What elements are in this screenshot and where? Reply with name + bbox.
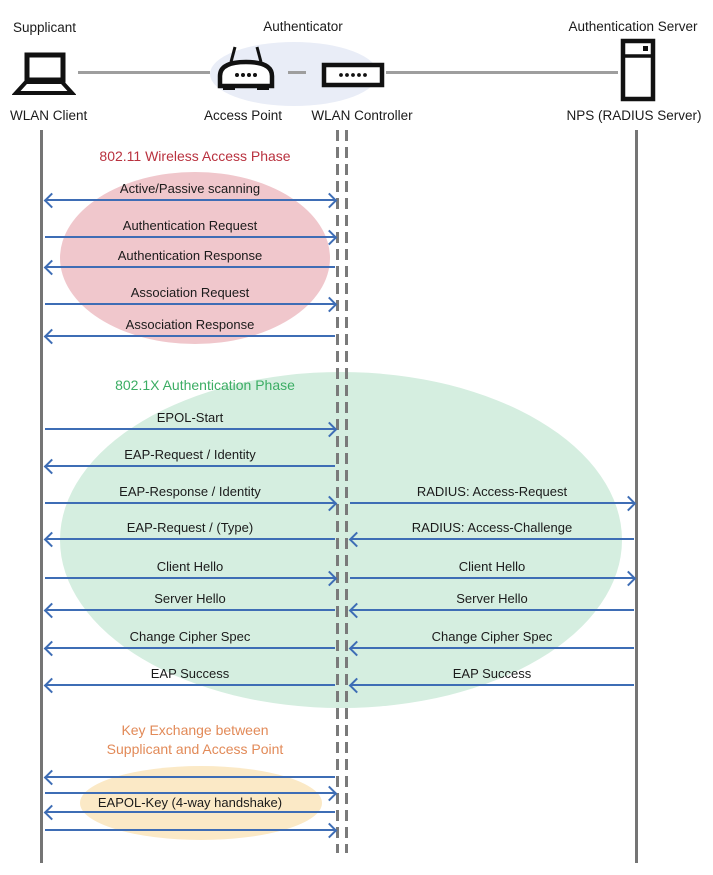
- message-label: EPOL-Start: [156, 410, 224, 425]
- message-arrow-line: [45, 792, 335, 794]
- message-label: Authentication Request: [122, 218, 258, 233]
- message-arrow-line: [350, 684, 634, 686]
- message-label: Server Hello: [154, 591, 226, 606]
- message-label: Server Hello: [456, 591, 528, 606]
- role-authentication-server: Authentication Server: [568, 19, 698, 34]
- actor-access-point: Access Point: [203, 108, 283, 123]
- message-arrow-line: [350, 647, 634, 649]
- server-icon: [620, 38, 656, 102]
- message-label: EAP-Response / Identity: [119, 484, 261, 499]
- message-arrow-line: [45, 829, 335, 831]
- message-arrow-line: [45, 502, 335, 504]
- lifeline-controller-dash-2: [345, 130, 348, 853]
- message-label: Client Hello: [458, 559, 526, 574]
- phase1-title: 802.11 Wireless Access Phase: [99, 148, 291, 164]
- actor-nps-server: NPS (RADIUS Server): [566, 108, 702, 123]
- message-arrow-line: [45, 199, 335, 201]
- role-authenticator: Authenticator: [263, 19, 343, 34]
- message-arrow-line: [45, 538, 335, 540]
- message-arrow-line: [45, 684, 335, 686]
- message-label: Authentication Response: [117, 248, 263, 263]
- message-arrow-line: [45, 428, 335, 430]
- message-label: EAPOL-Key (4-way handshake): [97, 795, 283, 810]
- message-arrow-line: [350, 609, 634, 611]
- message-label: RADIUS: Access-Request: [416, 484, 568, 499]
- laptop-icon: [12, 52, 76, 95]
- message-arrow-line: [350, 538, 634, 540]
- message-arrow-line: [45, 465, 335, 467]
- message-label: EAP-Request / Identity: [124, 447, 256, 462]
- arrowhead-right-icon: [321, 822, 338, 839]
- message-label: Client Hello: [156, 559, 224, 574]
- message-label: Change Cipher Spec: [129, 629, 251, 644]
- message-arrow-line: [45, 577, 335, 579]
- lifeline-supplicant: [40, 130, 43, 863]
- message-label: Active/Passive scanning: [119, 181, 261, 196]
- connector-client-ap: [78, 71, 210, 74]
- message-arrow-line: [45, 647, 335, 649]
- message-arrow-line: [45, 335, 335, 337]
- message-arrow-line: [45, 236, 335, 238]
- role-supplicant: Supplicant: [13, 20, 77, 35]
- message-arrow-line: [45, 303, 335, 305]
- phase3-title: Key Exchange between Supplicant and Acce…: [60, 721, 330, 759]
- message-arrow-line: [45, 266, 335, 268]
- message-arrow-line: [45, 811, 335, 813]
- phase3-ellipse: [80, 766, 322, 840]
- lifeline-auth-server: [635, 130, 638, 863]
- message-label: Change Cipher Spec: [431, 629, 553, 644]
- message-arrow-line: [45, 776, 335, 778]
- message-label: EAP Success: [452, 666, 532, 681]
- wlan-controller-icon: [321, 62, 385, 88]
- message-label: Association Response: [125, 317, 255, 332]
- arrowhead-left-icon: [43, 769, 60, 786]
- phase2-title: 802.1X Authentication Phase: [115, 377, 295, 393]
- message-label: Association Request: [130, 285, 250, 300]
- message-label: EAP-Request / (Type): [126, 520, 254, 535]
- lifeline-controller-dash-1: [336, 130, 339, 853]
- access-point-icon: [217, 46, 275, 90]
- connector-ap-controller: [288, 71, 306, 74]
- connector-controller-server: [386, 71, 618, 74]
- message-label: RADIUS: Access-Challenge: [411, 520, 573, 535]
- actor-wlan-controller: WLAN Controller: [311, 108, 413, 123]
- phase3-title-line1: Key Exchange between: [121, 722, 269, 738]
- message-arrow-line: [350, 577, 634, 579]
- message-arrow-line: [350, 502, 634, 504]
- message-arrow-line: [45, 609, 335, 611]
- actor-wlan-client: WLAN Client: [10, 108, 88, 123]
- message-label: EAP Success: [150, 666, 230, 681]
- phase3-title-line2: Supplicant and Access Point: [106, 741, 284, 757]
